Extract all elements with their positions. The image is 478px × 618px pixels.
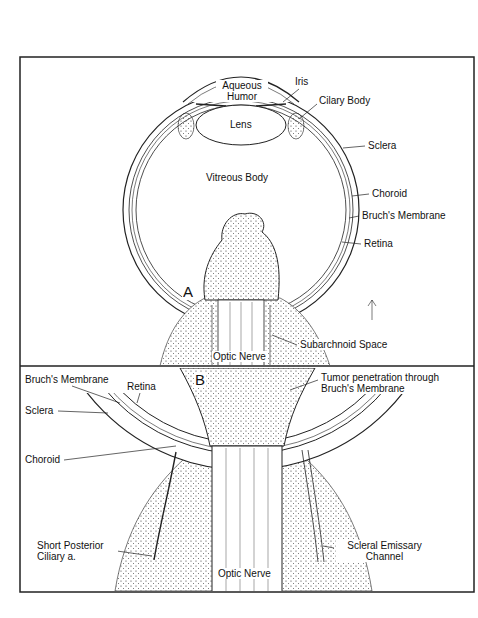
part-label: Sclera [24, 405, 54, 416]
part-label: Optic Nerve [217, 568, 272, 579]
part-label: Short Posterior Ciliary a. [36, 540, 118, 562]
part-label: Choroid [24, 454, 61, 465]
part-label: Aqueous Humor [216, 80, 268, 102]
part-label: Retina [126, 381, 157, 392]
part-label: Vitreous Body [205, 172, 269, 183]
part-label: Sclera [367, 140, 397, 151]
part-label: Optic Nerve [212, 351, 267, 362]
part-label: Iris [294, 76, 309, 87]
part-label: Scleral Emissary Channel [336, 540, 433, 562]
part-label: Lens [229, 119, 253, 130]
part-label: Tumor penetration through Bruch's Membra… [320, 372, 472, 394]
part-label: Choroid [371, 188, 408, 199]
part-label: Bruch's Membrane [24, 374, 110, 385]
panel-letter: B [194, 372, 206, 388]
part-label: Bruch's Membrane [361, 210, 447, 221]
part-label: Retina [363, 238, 394, 249]
part-label: Subarchnoid Space [299, 339, 388, 350]
part-label: Cilary Body [318, 95, 371, 106]
panel-letter: A [182, 284, 194, 300]
